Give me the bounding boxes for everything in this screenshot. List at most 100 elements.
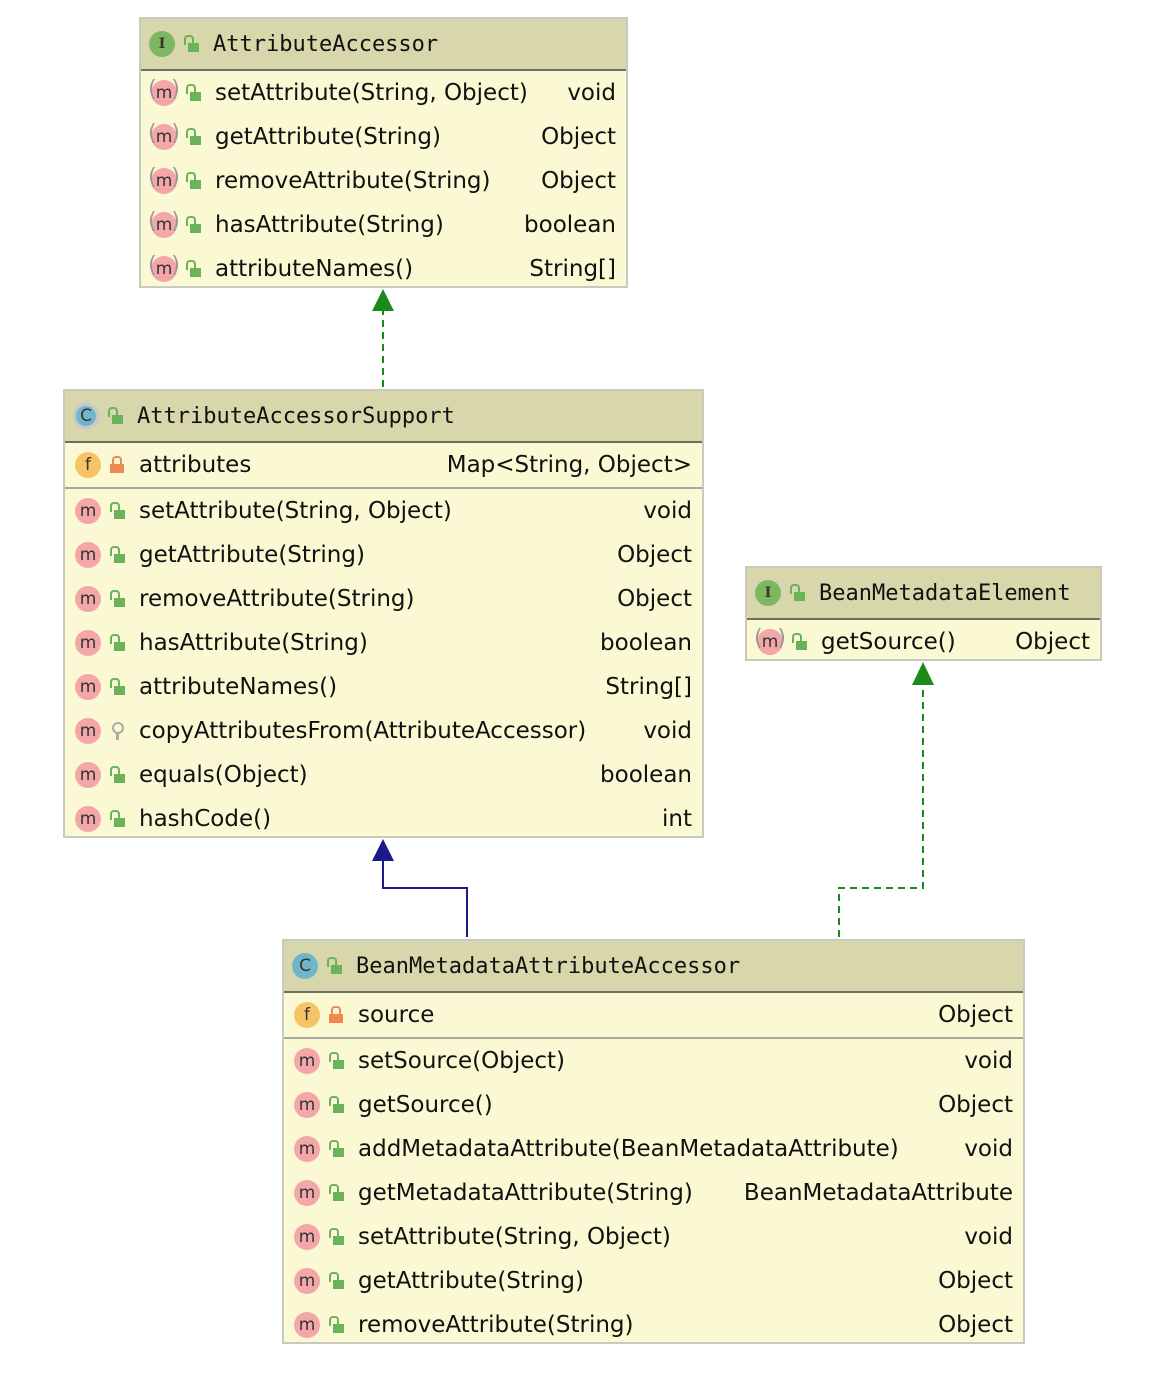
- method-type: String[]: [529, 256, 616, 282]
- method-row[interactable]: m attributeNames() String[]: [141, 247, 626, 291]
- method-name: getMetadataAttribute(String): [358, 1180, 693, 1206]
- method-row[interactable]: m getSource() Object: [747, 620, 1100, 664]
- method-type: void: [643, 498, 692, 524]
- method-section: m getSource() Object: [747, 620, 1100, 664]
- method-icon: m: [75, 586, 101, 612]
- private-visibility-icon: [109, 455, 125, 475]
- public-visibility-icon: [185, 259, 201, 279]
- method-row[interactable]: m getAttribute(String) Object: [65, 533, 702, 577]
- method-row[interactable]: m hasAttribute(String) boolean: [65, 621, 702, 665]
- method-name: hasAttribute(String): [139, 630, 368, 656]
- method-name: hashCode(): [139, 806, 272, 832]
- field-name: attributes: [139, 452, 252, 478]
- method-icon: m: [148, 77, 180, 106]
- public-visibility-icon: [328, 1051, 344, 1071]
- method-icon: m: [148, 253, 180, 282]
- class-icon: C: [73, 403, 99, 429]
- class-name[interactable]: AttributeAccessor: [213, 31, 439, 57]
- method-row[interactable]: m setAttribute(String, Object) void: [284, 1215, 1023, 1259]
- method-icon: m: [75, 498, 101, 524]
- method-type: Object: [617, 542, 692, 568]
- method-name: setAttribute(String, Object): [358, 1224, 671, 1250]
- class-box-attribute-accessor[interactable]: IAttributeAccessormsetAttribute(String, …: [139, 17, 628, 288]
- field-type: Object: [938, 1002, 1013, 1028]
- public-visibility-icon: [109, 633, 125, 653]
- method-type: Object: [1015, 629, 1090, 655]
- field-type: Map<String, Object>: [446, 452, 692, 478]
- method-icon: m: [75, 542, 101, 568]
- public-visibility-icon: [109, 545, 125, 565]
- method-row[interactable]: m setSource(Object) void: [284, 1039, 1023, 1083]
- public-visibility-icon: [185, 127, 201, 147]
- public-visibility-icon: [109, 677, 125, 697]
- method-icon: m: [294, 1048, 320, 1074]
- method-type: Object: [938, 1268, 1013, 1294]
- method-type: void: [964, 1048, 1013, 1074]
- method-name: removeAttribute(String): [358, 1312, 634, 1338]
- method-icon: m: [294, 1312, 320, 1338]
- method-name: getAttribute(String): [215, 124, 441, 150]
- private-visibility-icon: [328, 1005, 344, 1025]
- method-type: boolean: [524, 212, 616, 238]
- method-name: attributeNames(): [139, 674, 338, 700]
- public-visibility-icon: [185, 215, 201, 235]
- public-visibility-icon: [185, 171, 201, 191]
- field-name: source: [358, 1002, 435, 1028]
- method-icon: m: [75, 806, 101, 832]
- public-visibility-icon: [328, 1315, 344, 1335]
- method-row[interactable]: m setAttribute(String, Object) void: [65, 489, 702, 533]
- method-type: boolean: [600, 630, 692, 656]
- class-name[interactable]: BeanMetadataAttributeAccessor: [356, 953, 741, 979]
- method-name: attributeNames(): [215, 256, 414, 282]
- method-type: void: [964, 1224, 1013, 1250]
- method-icon: m: [294, 1136, 320, 1162]
- public-visibility-icon: [791, 632, 807, 652]
- method-type: Object: [617, 586, 692, 612]
- extends-arrow-bean-to-support: [372, 839, 468, 937]
- method-name: copyAttributesFrom(AttributeAccessor): [139, 718, 587, 744]
- method-type: Object: [938, 1092, 1013, 1118]
- method-icon: m: [75, 674, 101, 700]
- method-icon: m: [75, 630, 101, 656]
- public-visibility-icon: [109, 501, 125, 521]
- method-icon: m: [294, 1224, 320, 1250]
- method-name: setAttribute(String, Object): [215, 80, 528, 106]
- public-visibility-icon: [185, 83, 201, 103]
- method-name: setAttribute(String, Object): [139, 498, 452, 524]
- class-name[interactable]: AttributeAccessorSupport: [137, 403, 455, 429]
- public-visibility-icon: [328, 1183, 344, 1203]
- public-lock-icon: [789, 583, 805, 603]
- class-name[interactable]: BeanMetadataElement: [819, 580, 1071, 606]
- method-icon: m: [754, 626, 786, 655]
- method-name: getAttribute(String): [139, 542, 365, 568]
- method-name: removeAttribute(String): [215, 168, 491, 194]
- method-name: setSource(Object): [358, 1048, 565, 1074]
- method-name: getAttribute(String): [358, 1268, 584, 1294]
- method-name: getSource(): [821, 629, 956, 655]
- public-visibility-icon: [328, 1227, 344, 1247]
